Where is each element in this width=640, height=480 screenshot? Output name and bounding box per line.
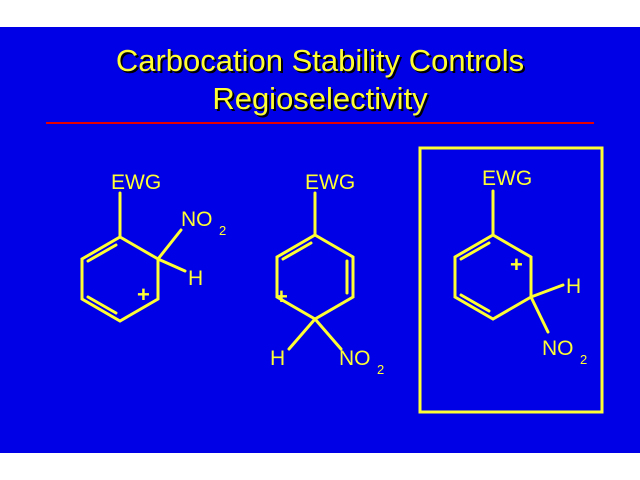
double-bond-ortho-1 [86,243,118,263]
label-h-meta: H [566,275,581,298]
label-no2-sub-meta: 2 [580,352,587,367]
ring-meta [453,233,533,321]
label-no2-ortho: NO [181,208,213,231]
label-h-para: H [270,347,285,370]
label-no2-sub-ortho: 2 [219,223,226,238]
slide-title-line-1: Carbocation Stability Controls [115,43,525,78]
ring-para [275,233,355,321]
label-no2-meta: NO [542,337,574,360]
label-h-ortho: H [188,267,203,290]
slide: Carbocation Stability Controls Regiosele… [0,27,640,453]
double-bond-para-1 [281,241,313,261]
charge-meta: + [510,252,523,277]
reaction-diagram: EWG NO 2 H + EWG H NO 2 + EWG [80,146,604,414]
label-no2-para: NO [339,347,371,370]
title-divider [46,122,594,124]
label-no2-sub-para: 2 [377,362,384,377]
structure-ortho [80,191,187,323]
double-bond-meta-1 [459,241,491,261]
bond-h-para [287,317,317,351]
double-bond-meta-2 [459,293,491,313]
bond-h-ortho [156,257,187,273]
charge-ortho: + [137,282,150,307]
bond-h-meta [529,283,565,299]
bond-no2-meta [529,295,550,334]
structure-meta [453,189,565,334]
label-ewg-meta: EWG [482,167,532,190]
slide-title-line-2: Regioselectivity [212,81,428,116]
structure-para [275,191,355,351]
charge-para: + [275,284,288,309]
bond-no2-para [313,317,343,351]
bond-no2-ortho [156,228,183,261]
double-bond-ortho-2 [86,295,118,315]
label-ewg-ortho: EWG [111,171,161,194]
highlight-box [418,146,604,414]
ring-ortho [80,235,160,323]
label-ewg-para: EWG [305,171,355,194]
